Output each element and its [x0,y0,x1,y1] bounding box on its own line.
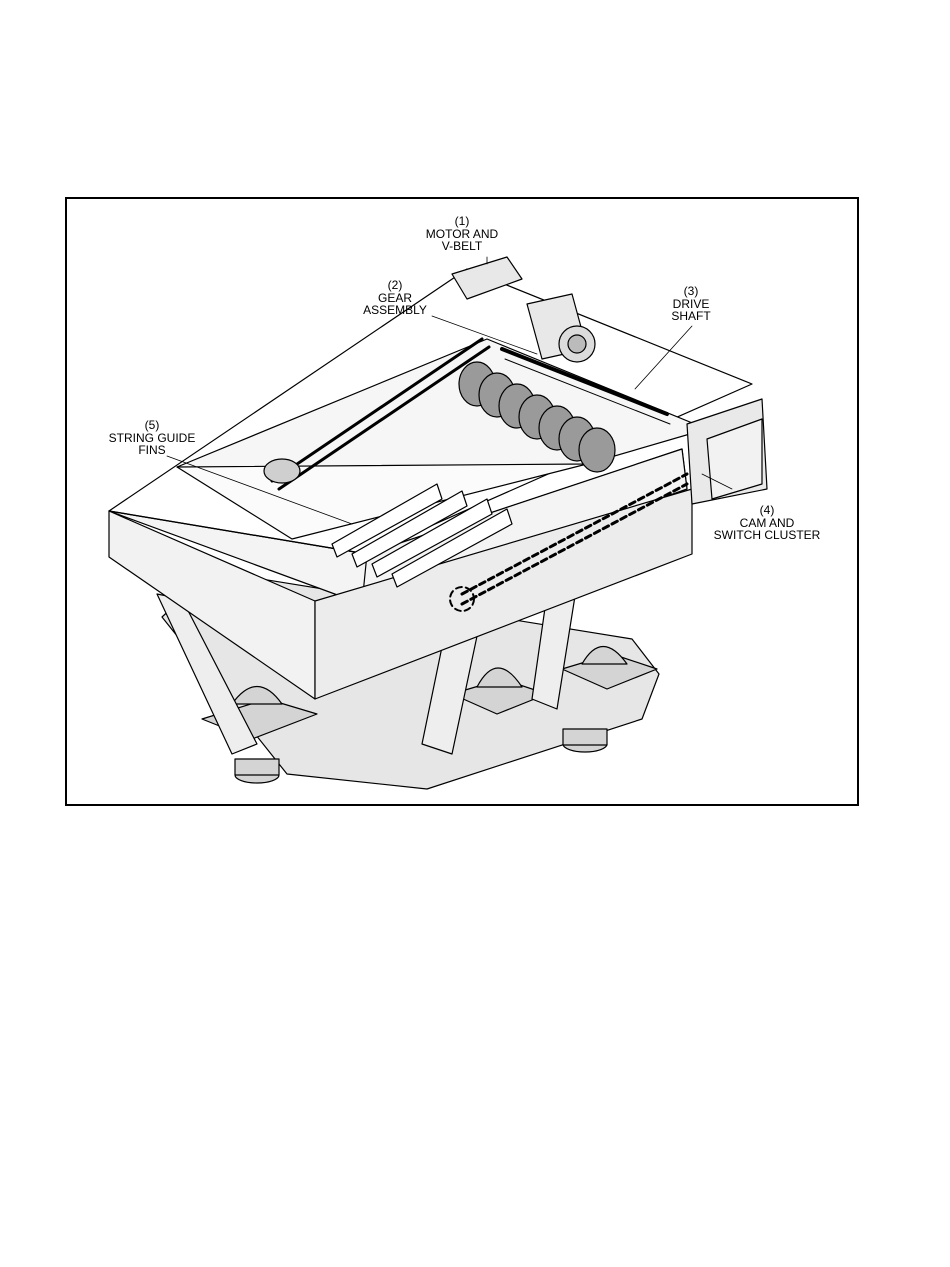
callout-gear-number: (2) [363,279,427,292]
machine-drawing [67,199,859,806]
callout-cam: (4) CAM AND SWITCH CLUSTER [714,504,821,542]
callout-motor: (1) MOTOR AND V-BELT [426,215,498,253]
callout-cam-number: (4) [714,504,821,517]
figure-frame: (1) MOTOR AND V-BELT (2) GEAR ASSEMBLY (… [65,197,859,806]
cam-box [687,399,767,504]
callout-shaft-line-2: SHAFT [671,310,710,323]
callout-motor-line-2: V-BELT [426,240,498,253]
callout-fins-number: (5) [109,419,196,432]
callout-fins: (5) STRING GUIDE FINS [109,419,196,457]
callout-shaft: (3) DRIVE SHAFT [671,285,710,323]
callout-fins-line-2: FINS [109,444,196,457]
callout-shaft-number: (3) [671,285,710,298]
callout-gear: (2) GEAR ASSEMBLY [363,279,427,317]
callout-motor-number: (1) [426,215,498,228]
callout-cam-line-2: SWITCH CLUSTER [714,529,821,542]
callout-gear-line-2: ASSEMBLY [363,304,427,317]
